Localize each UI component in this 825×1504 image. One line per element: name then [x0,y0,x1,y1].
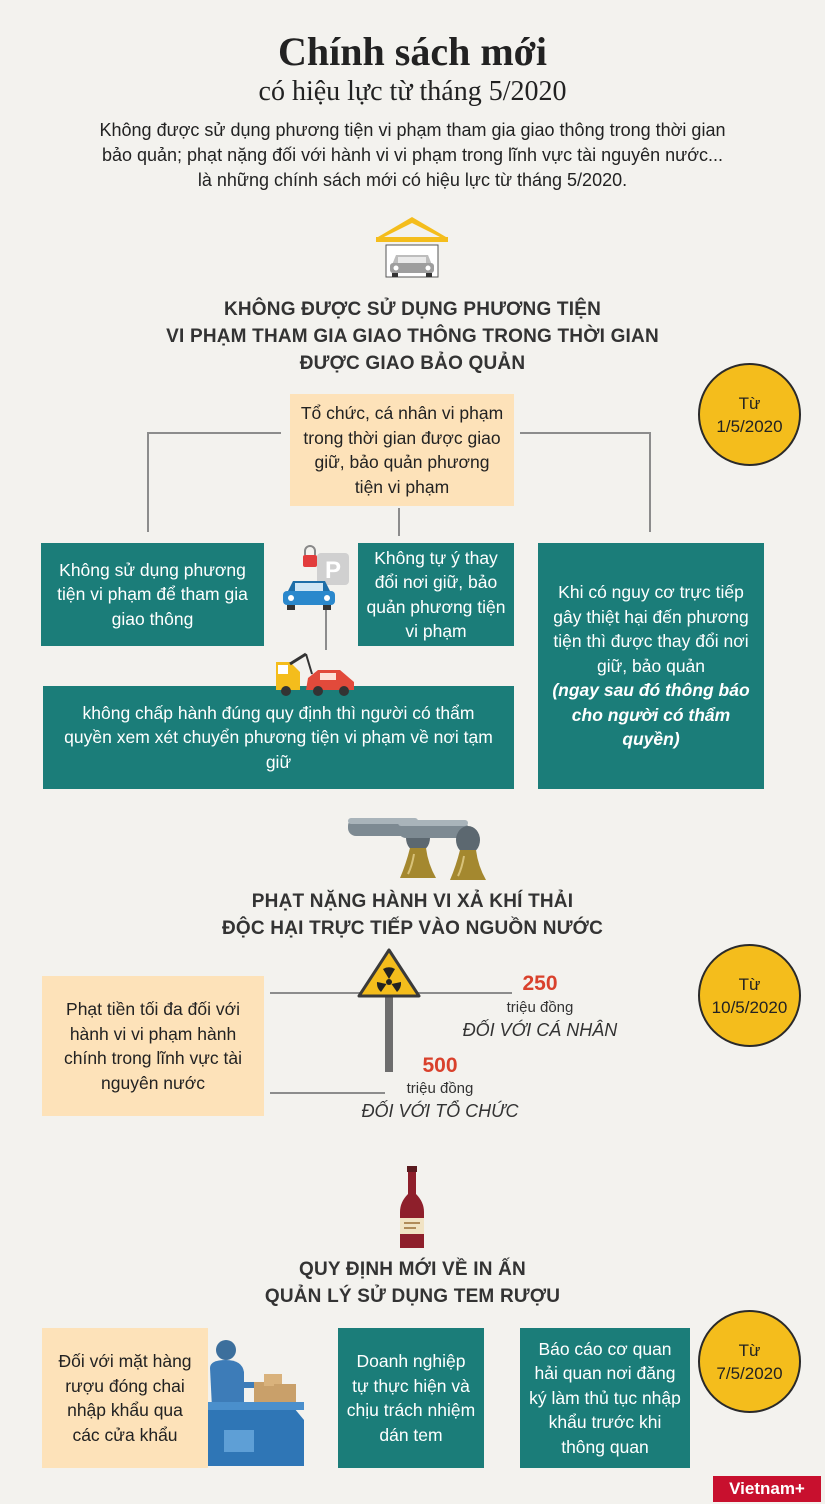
fine-unit: triệu đồng [506,999,574,1016]
section1-heading-line: KHÔNG ĐƯỢC SỬ DỤNG PHƯƠNG TIỆN [223,299,602,320]
section2-heading-line: PHẠT NẶNG HÀNH VI XẢ KHÍ THẢI [251,891,574,912]
report-customs-box: Báo cáo cơ quan hải quan nơi đăng ký làm… [520,1328,690,1468]
connector-line [412,992,512,994]
car-parking-lock-icon: P [283,545,349,610]
connector-line [270,992,365,994]
section3-heading-line: QUẢN LÝ SỬ DỤNG TEM RƯỢU [264,1286,561,1307]
imported-wine-box: Đối với mặt hàng rượu đóng chai nhập khẩ… [42,1328,208,1468]
badge-date: 1/5/2020 [716,416,783,436]
fine-individual: 250 [490,972,590,996]
section2-heading-line: ĐỘC HẠI TRỰC TIẾP VÀO NGUỒN NƯỚC [221,918,604,939]
section3-heading-line: QUY ĐỊNH MỚI VỀ IN ẤN [299,1259,526,1280]
connector-line [398,508,400,536]
self-labeling-box: Doanh nghiệp tự thực hiện và chịu trách … [338,1328,484,1468]
wine-bottle-icon [400,1166,424,1248]
section3-heading: QUY ĐỊNH MỚI VỀ IN ẤN QUẢN LÝ SỬ DỤNG TE… [0,1256,825,1310]
connector-line [147,432,149,532]
section2-heading: PHẠT NẶNG HÀNH VI XẢ KHÍ THẢI ĐỘC HẠI TR… [0,888,825,942]
badge-label: Từ [738,393,761,413]
section1-heading-line: ĐƯỢC GIAO BẢO QUẢN [299,353,526,374]
svg-text:P: P [325,557,341,584]
tow-truck-icon [276,652,354,696]
radiation-warning-sign-icon [357,948,421,1072]
no-use-box: Không sử dụng phương tiện vi phạm để tha… [41,543,264,646]
fine-target: ĐỐI VỚI TỔ CHỨC [361,1101,519,1121]
page-subtitle: có hiệu lực từ tháng 5/2020 [258,76,567,107]
connector-line [649,432,651,532]
badge-date: 10/5/2020 [711,997,788,1017]
allowed-relocate-note: (ngay sau đó thông báo cho người có thẩm… [552,680,750,750]
discharge-pipes-icon [348,818,486,880]
fine-target: ĐỐI VỚI CÁ NHÂN [462,1020,618,1040]
intro-text: Không được sử dụng phương tiện vi phạm t… [99,120,726,190]
violator-box: Tổ chức, cá nhân vi phạm trong thời gian… [290,394,514,506]
connector-line [270,1092,385,1094]
allowed-relocate-text: Khi có nguy cơ trực tiếp gây thiệt hại đ… [553,582,749,676]
brand-logo: Vietnam+ [713,1476,821,1502]
fine-unit: triệu đồng [406,1080,474,1097]
connector-line [520,432,651,434]
fine-amount: 500 [422,1054,458,1077]
badge-label: Từ [738,974,761,994]
badge-label: Từ [738,1340,761,1360]
fine-organization: 500 [390,1054,490,1078]
effective-date-badge: Từ 7/5/2020 [698,1310,801,1413]
allowed-relocate-box: Khi có nguy cơ trực tiếp gây thiệt hại đ… [538,543,764,789]
section1-heading: KHÔNG ĐƯỢC SỬ DỤNG PHƯƠNG TIỆN VI PHẠM T… [0,296,825,377]
page-title: Chính sách mới [278,29,547,74]
worker-labeling-icon [208,1340,304,1466]
fine-amount: 250 [522,972,558,995]
badge-date: 7/5/2020 [716,1363,783,1383]
effective-date-badge: Từ 10/5/2020 [698,944,801,1047]
non-compliance-box: không chấp hành đúng quy định thì người … [43,686,514,789]
section1-heading-line: VI PHẠM THAM GIA GIAO THÔNG TRONG THỜI G… [166,326,659,347]
connector-line [325,610,327,650]
connector-line [147,432,281,434]
effective-date-badge: Từ 1/5/2020 [698,363,801,466]
max-fine-box: Phạt tiền tối đa đối với hành vi vi phạm… [42,976,264,1116]
no-relocate-box: Không tự ý thay đổi nơi giữ, bảo quản ph… [358,543,514,646]
car-garage-icon [376,217,448,278]
